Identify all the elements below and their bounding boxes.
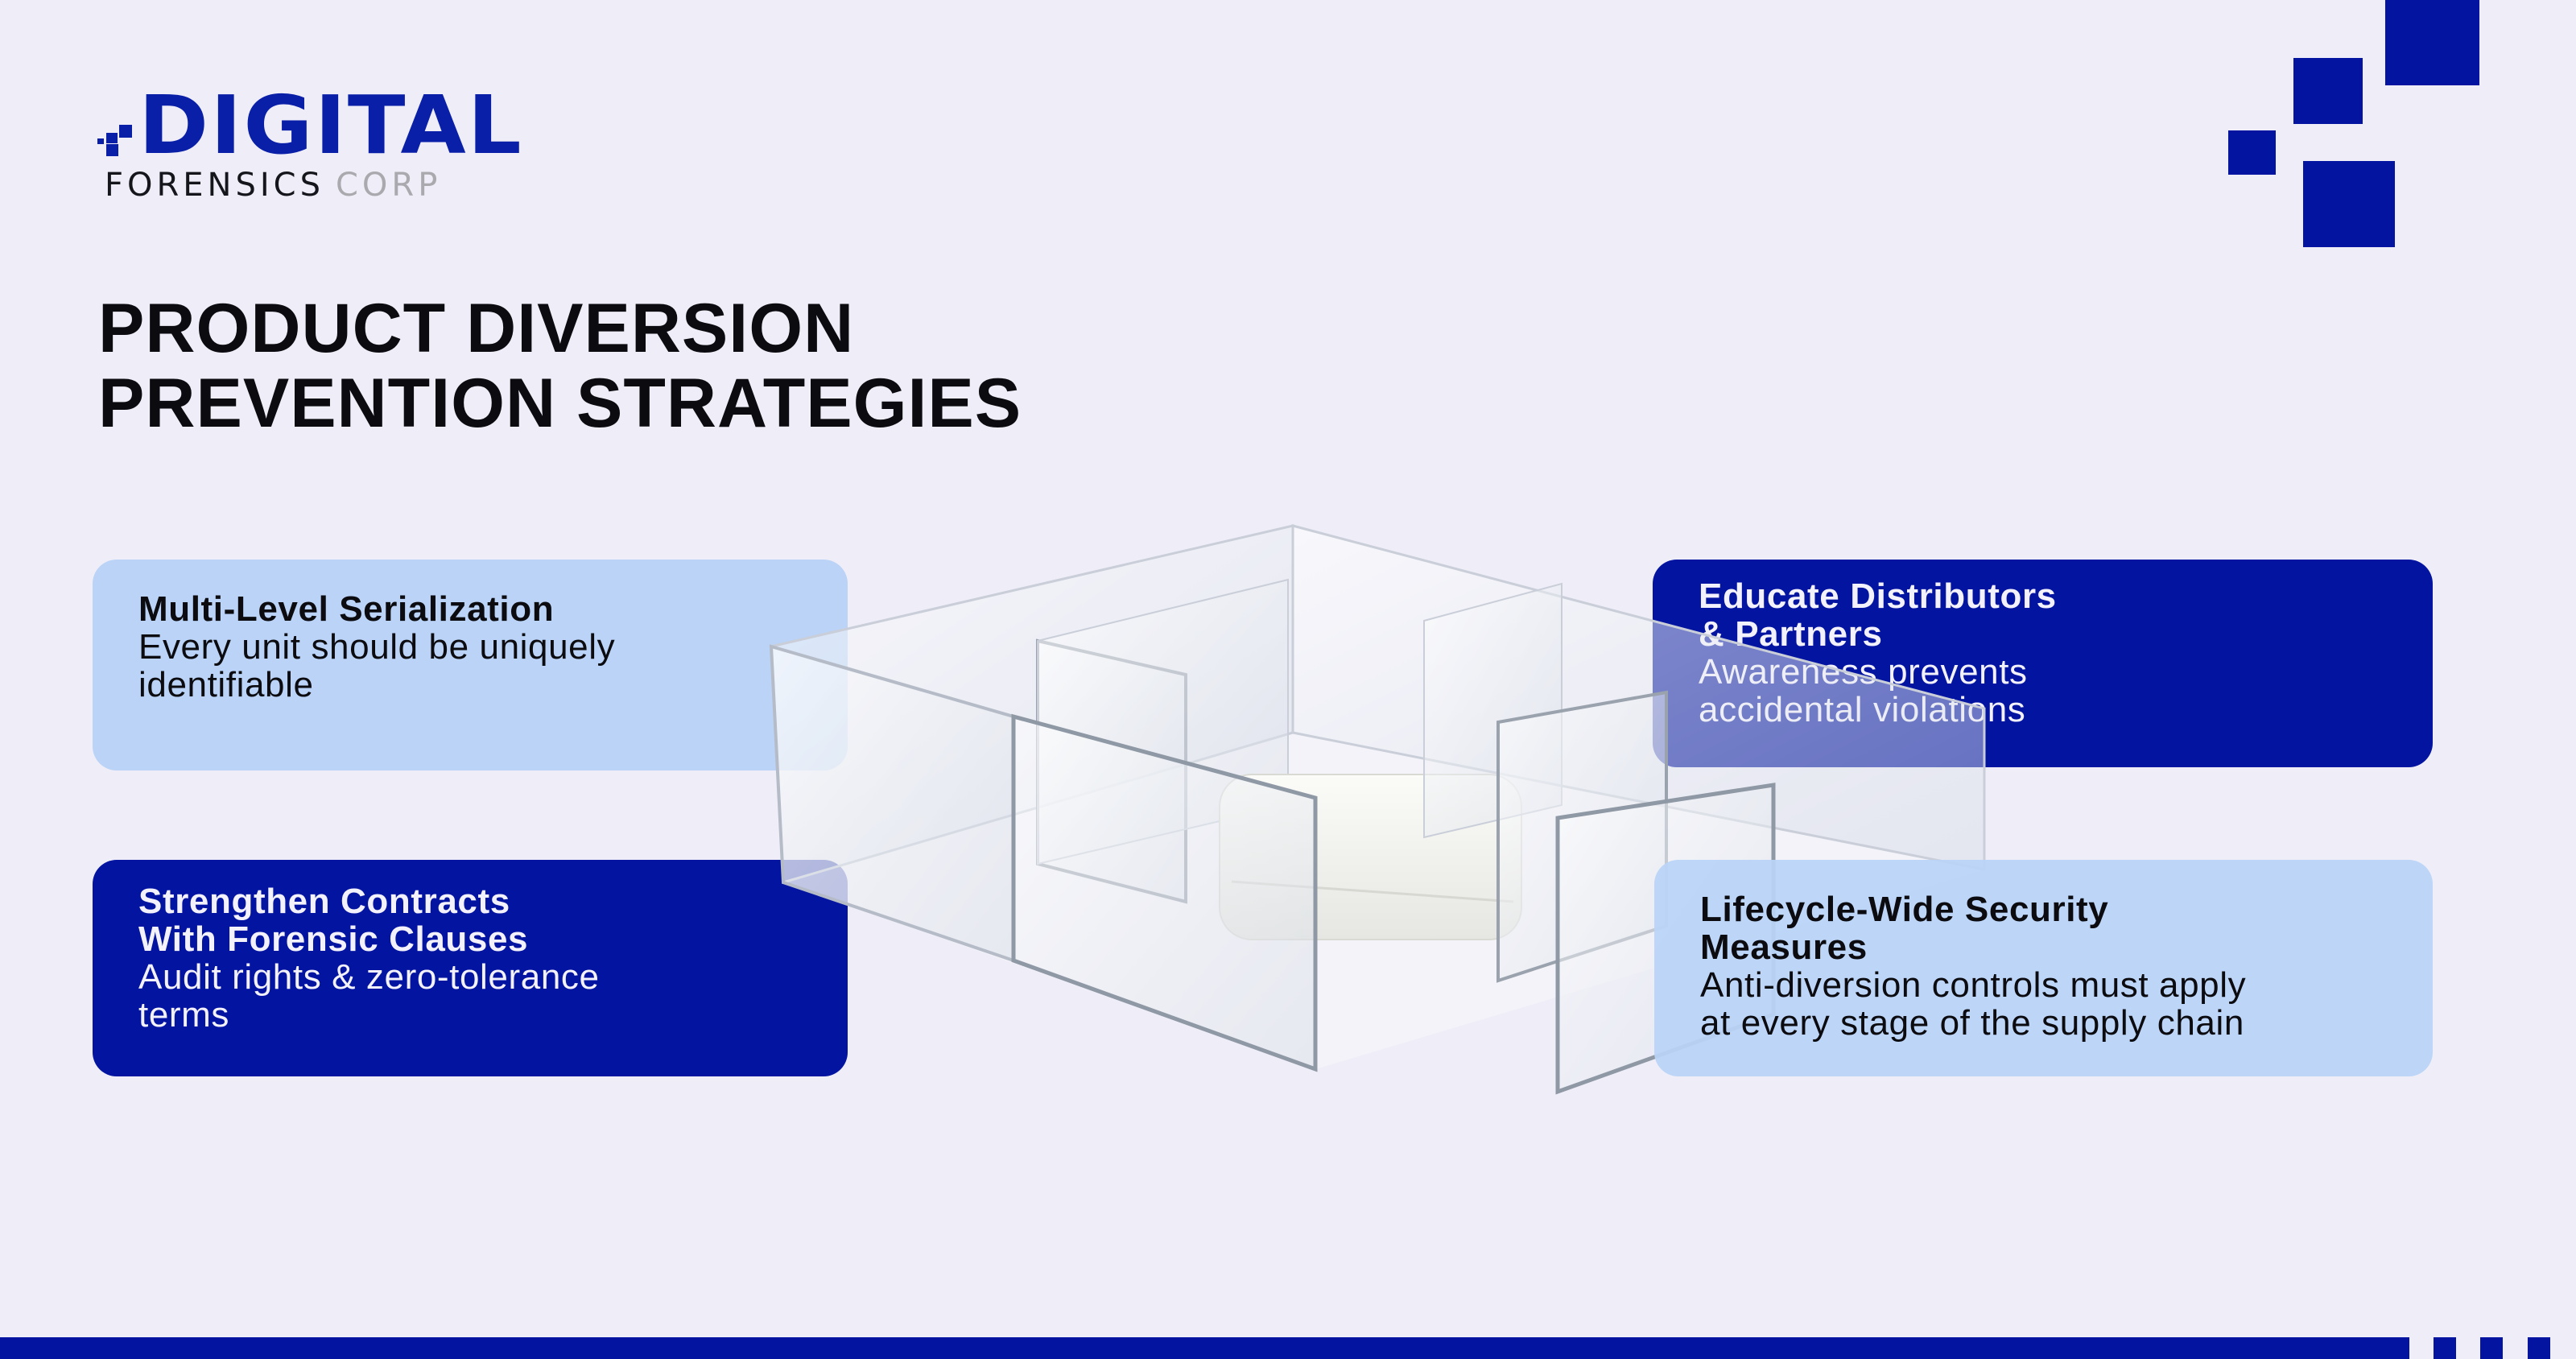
decor-square-mid xyxy=(2293,58,2363,124)
decor-square-large-top xyxy=(2385,0,2479,85)
card-body: Every unit should be uniquely identifiab… xyxy=(138,627,616,704)
page-title: PRODUCT DIVERSION PREVENTION STRATEGIES xyxy=(98,291,1022,441)
strategy-card-contracts: Strengthen Contracts With Forensic Claus… xyxy=(93,860,848,1076)
logo-wordmark-forensics: FORENSICS xyxy=(105,167,324,204)
card-body: Anti-diversion controls must apply at ev… xyxy=(1700,965,2247,1043)
card-title: Strengthen Contracts With Forensic Claus… xyxy=(138,882,529,959)
card-body: Audit rights & zero-tolerance terms xyxy=(138,957,600,1035)
card-title: Educate Distributors & Partners xyxy=(1699,576,2057,654)
footer-tick xyxy=(2528,1337,2550,1359)
logo-wordmark-corp: CORP xyxy=(336,167,442,204)
footer-tick xyxy=(2480,1337,2503,1359)
page-title-line-1: PRODUCT DIVERSION xyxy=(98,290,855,367)
card-title: Lifecycle-Wide Security Measures xyxy=(1700,890,2109,967)
strategy-card-lifecycle-security: Lifecycle-Wide Security Measures Anti-di… xyxy=(1654,860,2433,1076)
card-title: Multi-Level Serialization xyxy=(138,589,555,629)
decor-square-small xyxy=(2228,130,2276,175)
logo-wordmark-digital: DIGITAL xyxy=(138,78,523,172)
strategy-card-educate-partners: Educate Distributors & Partners Awarenes… xyxy=(1653,560,2433,767)
strategy-card-serialization: Multi-Level Serialization Every unit sho… xyxy=(93,560,848,770)
footer-bar xyxy=(0,1337,2409,1359)
card-body: Awareness prevents accidental violations xyxy=(1699,652,2028,729)
page-title-line-2: PREVENTION STRATEGIES xyxy=(98,365,1022,442)
decor-square-large-bottom xyxy=(2303,161,2395,247)
logo-wordmark-sub: FORENSICS CORP xyxy=(105,169,441,201)
footer-tick xyxy=(2434,1337,2456,1359)
